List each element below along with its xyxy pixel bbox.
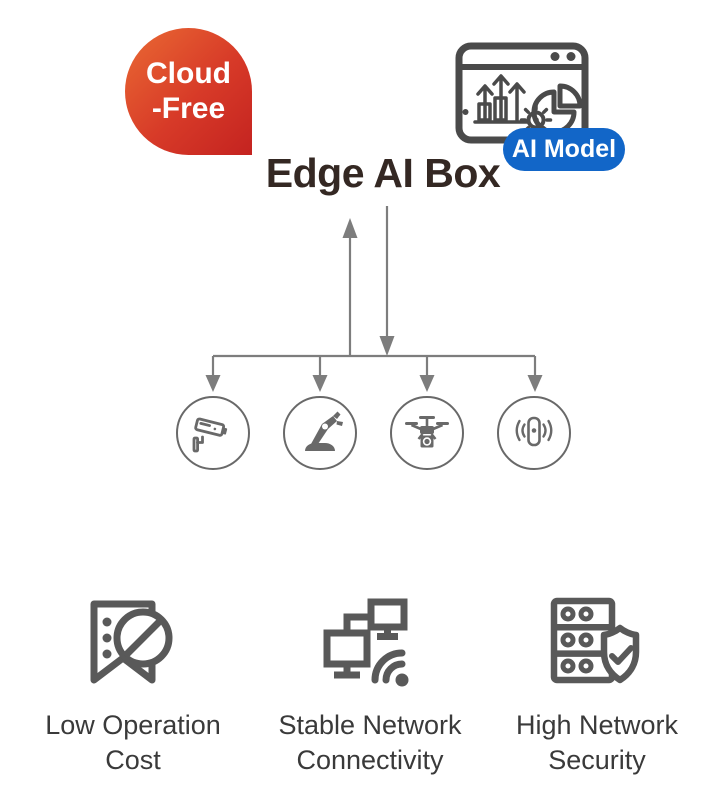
device-circle-drone	[390, 396, 464, 470]
wifi-icon	[371, 649, 409, 687]
feature-label-line: Security	[548, 745, 646, 775]
titlebar-dot-icon	[566, 52, 576, 61]
branch-arrow	[205, 356, 221, 392]
up-arrow	[342, 218, 358, 356]
branch-arrow	[527, 356, 543, 392]
device-circle-wireless-sensor	[497, 396, 571, 470]
branch-arrow	[312, 356, 328, 392]
down-arrow	[379, 206, 395, 356]
growth-bars-icon	[473, 74, 530, 124]
feature-label-line: Cost	[105, 745, 161, 775]
titlebar-dot-icon	[550, 52, 560, 61]
low-operation-cost-icon	[90, 600, 173, 684]
device-circle-camera	[176, 396, 250, 470]
drone-icon	[405, 416, 449, 448]
cctv-camera-icon	[192, 417, 228, 453]
robot-arm-icon	[305, 411, 343, 451]
feature-label-line: High Network	[515, 710, 679, 740]
feature-label-line: Stable Network	[278, 710, 462, 740]
cloud-free-line2: -Free	[151, 91, 226, 125]
branch-arrow	[419, 356, 435, 392]
ai-model-label: AI Model	[511, 135, 617, 163]
shield-check-icon	[600, 624, 640, 684]
ai-model-badge: AI Model	[503, 128, 625, 171]
device-circle-robot-arm	[283, 396, 357, 470]
diagram-title: Edge AI Box	[265, 150, 501, 196]
feature-label-stable-network-connectivity: Stable Network Connectivity	[250, 708, 490, 778]
cloud-free-badge: Cloud -Free	[125, 28, 252, 155]
feature-label-low-operation-cost: Low Operation Cost	[13, 708, 253, 778]
pie-chart-icon	[531, 83, 583, 135]
high-network-security-icon	[550, 597, 640, 684]
wireless-sensor-icon	[515, 416, 553, 447]
connector-arrows	[205, 206, 543, 392]
feature-label-line: Low Operation	[45, 710, 221, 740]
cloud-free-line1: Cloud	[146, 57, 231, 90]
feature-label-high-network-security: High Network Security	[477, 708, 717, 778]
stable-network-connectivity-icon	[323, 598, 409, 687]
feature-label-line: Connectivity	[296, 745, 444, 775]
side-dot-icon	[462, 109, 469, 115]
